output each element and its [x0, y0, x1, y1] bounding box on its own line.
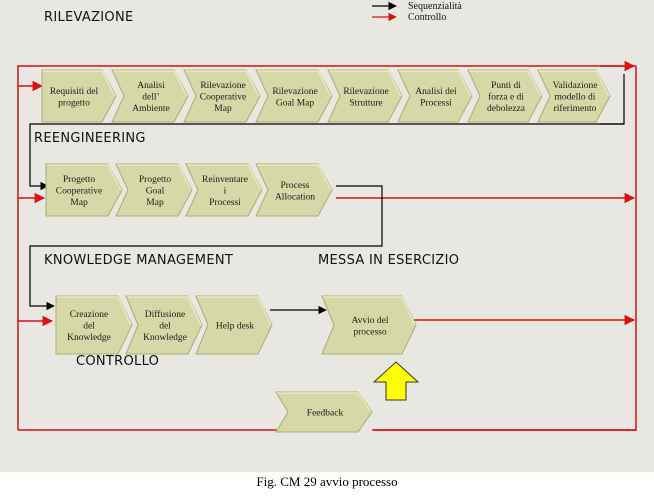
reengineering-step-2-label-line: Map [146, 198, 164, 208]
feedback-box-label-line: Feedback [307, 409, 344, 419]
rilevazione-step-4-label-line: Goal Map [276, 98, 315, 108]
rilevazione-step-8-label-line: Validazione [553, 81, 598, 91]
rilevazione-step-3-label-line: Cooperative [200, 93, 246, 103]
rilevazione-step-5-label-line: Strutture [349, 98, 382, 108]
rilevazione-step-7-label-line: debolezza [487, 104, 526, 114]
knowledge-step-2-label-line: del [159, 322, 171, 332]
reengineering-step-4-label-line: Process [280, 181, 309, 191]
knowledge-step-3: Help desk [195, 295, 273, 355]
rilevazione-step-1-label-line: progetto [58, 98, 90, 108]
reengineering-step-2-label-line: Goal [146, 187, 165, 197]
reengineering-step-1-label-line: Progetto [63, 175, 95, 185]
rilevazione-step-7-label-line: forza e di [488, 92, 524, 103]
legend: Sequenzialità Controllo [372, 1, 462, 23]
control-arrows [18, 60, 636, 431]
up-arrow-icon [372, 361, 420, 401]
rilevazione-step-1-label-line: Requisiti del [50, 87, 99, 97]
reengineering-step-3-label-line: Processi [209, 198, 241, 208]
feedback-box: Feedback [275, 391, 373, 433]
rilevazione-step-2: Analisi dell’Ambiente [111, 69, 189, 123]
legend-control-label: Controllo [408, 12, 446, 23]
reengineering-step-3-label-line: Reinventare [202, 175, 248, 185]
rilevazione-step-8-label-line: riferimento [554, 103, 597, 114]
sequence-rilevazione-to-reengineering-down [29, 123, 624, 191]
section-label-messa: MESSA IN ESERCIZIO [318, 253, 460, 268]
rilevazione-step-7-label-line: Punti di [491, 81, 521, 91]
sequence-lines [29, 74, 625, 315]
reengineering-step-4-label-line: Allocation [275, 192, 315, 202]
rilevazione-step-3-label-line: Rilevazione [200, 81, 245, 91]
rilevazione-step-2-label-line: dell’ [142, 93, 159, 103]
section-label-rilevazione: RILEVAZIONE [44, 10, 134, 25]
reengineering-step-2-label-line: Progetto [139, 175, 171, 185]
knowledge-step-1-label-line: del [83, 322, 95, 332]
sequence-reengineering-to-knowledge [29, 185, 383, 311]
section-label-knowledge: KNOWLEDGE MANAGEMENT [44, 253, 234, 268]
avvio-processo-box-label-line: processo [353, 327, 386, 337]
rilevazione-step-8-label-line: modello di [555, 93, 596, 103]
avvio-processo-box-label-line: Avvio del [351, 316, 388, 326]
rilevazione-step-3-label-line: Map [214, 104, 232, 114]
rilevazione-step-2-label-line: Analisi [137, 81, 165, 91]
rilevazione-step-5-label-line: Rilevazione [343, 87, 388, 97]
reengineering-step-3-label-line: i [224, 187, 227, 197]
knowledge-step-2-label-line: Diffusione [145, 309, 185, 320]
process-diagram: Sequenzialità Controllo Requisiti del [17, 1, 637, 433]
knowledge-step-3-label-line: Help desk [216, 322, 255, 332]
control-frame-left [17, 65, 636, 430]
reengineering-step-1-label-line: Cooperative [56, 187, 102, 197]
reengineering-step-1-label-line: Map [70, 198, 88, 208]
knowledge-step-2-label-line: Knowledge [143, 333, 187, 343]
rilevazione-step-4-label-line: Rilevazione [272, 87, 317, 97]
diagram-canvas: Sequenzialità Controllo Requisiti del [0, 0, 654, 472]
rilevazione-step-6-label-line: Processi [420, 98, 452, 108]
section-label-controllo: CONTROLLO [76, 354, 160, 369]
legend-sequence-label: Sequenzialità [408, 1, 462, 12]
knowledge-step-1-label-line: Knowledge [67, 333, 111, 343]
rilevazione-step-2-label-line: Ambiente [132, 104, 169, 114]
rilevazione-step-6-label-line: Analisi dei [415, 87, 457, 97]
knowledge-step-1-label-line: Creazione [70, 310, 109, 320]
section-label-reengineering: REENGINEERING [34, 131, 146, 146]
figure-caption: Fig. CM 29 avvio processo [256, 474, 398, 489]
